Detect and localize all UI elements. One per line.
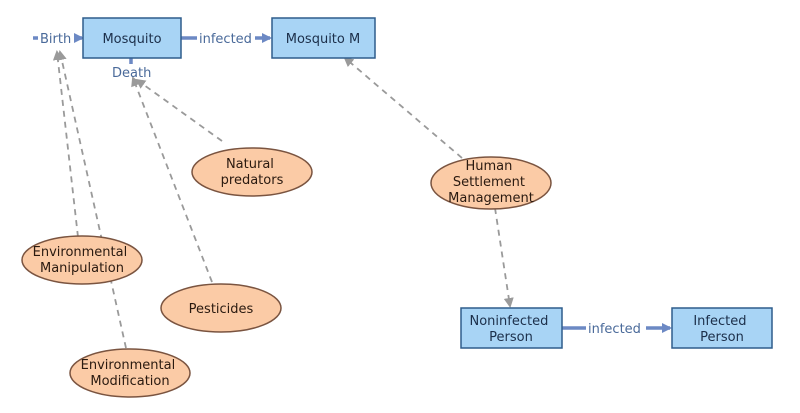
variable-natural-predators[interactable]: Natural predators: [191, 147, 313, 197]
stock-mosquito-m-label: Mosquito M: [286, 32, 360, 47]
flow-mosquito-infected-label: infected: [199, 32, 252, 47]
link-pesticides-to-death: [131, 76, 213, 283]
variable-pesticides-label: Pesticides: [189, 302, 254, 317]
variable-environmental-modification-label: Environmental Modification: [81, 358, 180, 389]
variable-environmental-modification[interactable]: Environmental Modification: [69, 348, 191, 398]
stock-noninfected-person-label: Noninfected Person: [470, 314, 553, 345]
flow-death-label: Death: [112, 66, 151, 81]
stock-noninfected-person[interactable]: Noninfected Person: [460, 307, 563, 349]
flow-birth: Birth: [33, 32, 84, 47]
variable-human-settlement-management-label: Human Settlement Management: [448, 159, 534, 206]
stock-infected-person-label: Infected Person: [693, 314, 750, 345]
stock-infected-person[interactable]: Infected Person: [671, 307, 773, 349]
variable-environmental-manipulation-label: Environmental Manipulation: [33, 245, 132, 276]
influence-links: [52, 50, 514, 349]
link-predators-to-death: [135, 78, 223, 142]
flow-birth-label: Birth: [40, 32, 71, 47]
stock-mosquito[interactable]: Mosquito: [82, 17, 182, 59]
variable-pesticides[interactable]: Pesticides: [160, 283, 282, 333]
link-env-modification-to-birth: [56, 50, 127, 349]
link-settlement-to-noninfected: [494, 207, 514, 308]
variable-human-settlement-management[interactable]: Human Settlement Management: [430, 156, 552, 210]
flow-person-infected-label: infected: [588, 322, 641, 337]
stock-mosquito-m[interactable]: Mosquito M: [271, 17, 376, 59]
link-settlement-to-mosquito-m: [343, 56, 463, 159]
flow-mosquito-infected: infected: [181, 32, 272, 47]
variable-natural-predators-label: Natural predators: [221, 157, 284, 188]
flow-death: Death: [112, 58, 151, 81]
stock-mosquito-label: Mosquito: [102, 32, 161, 47]
link-env-manipulation-to-birth: [52, 50, 79, 238]
variable-environmental-manipulation[interactable]: Environmental Manipulation: [21, 235, 143, 285]
flow-person-infected: infected: [562, 322, 672, 337]
